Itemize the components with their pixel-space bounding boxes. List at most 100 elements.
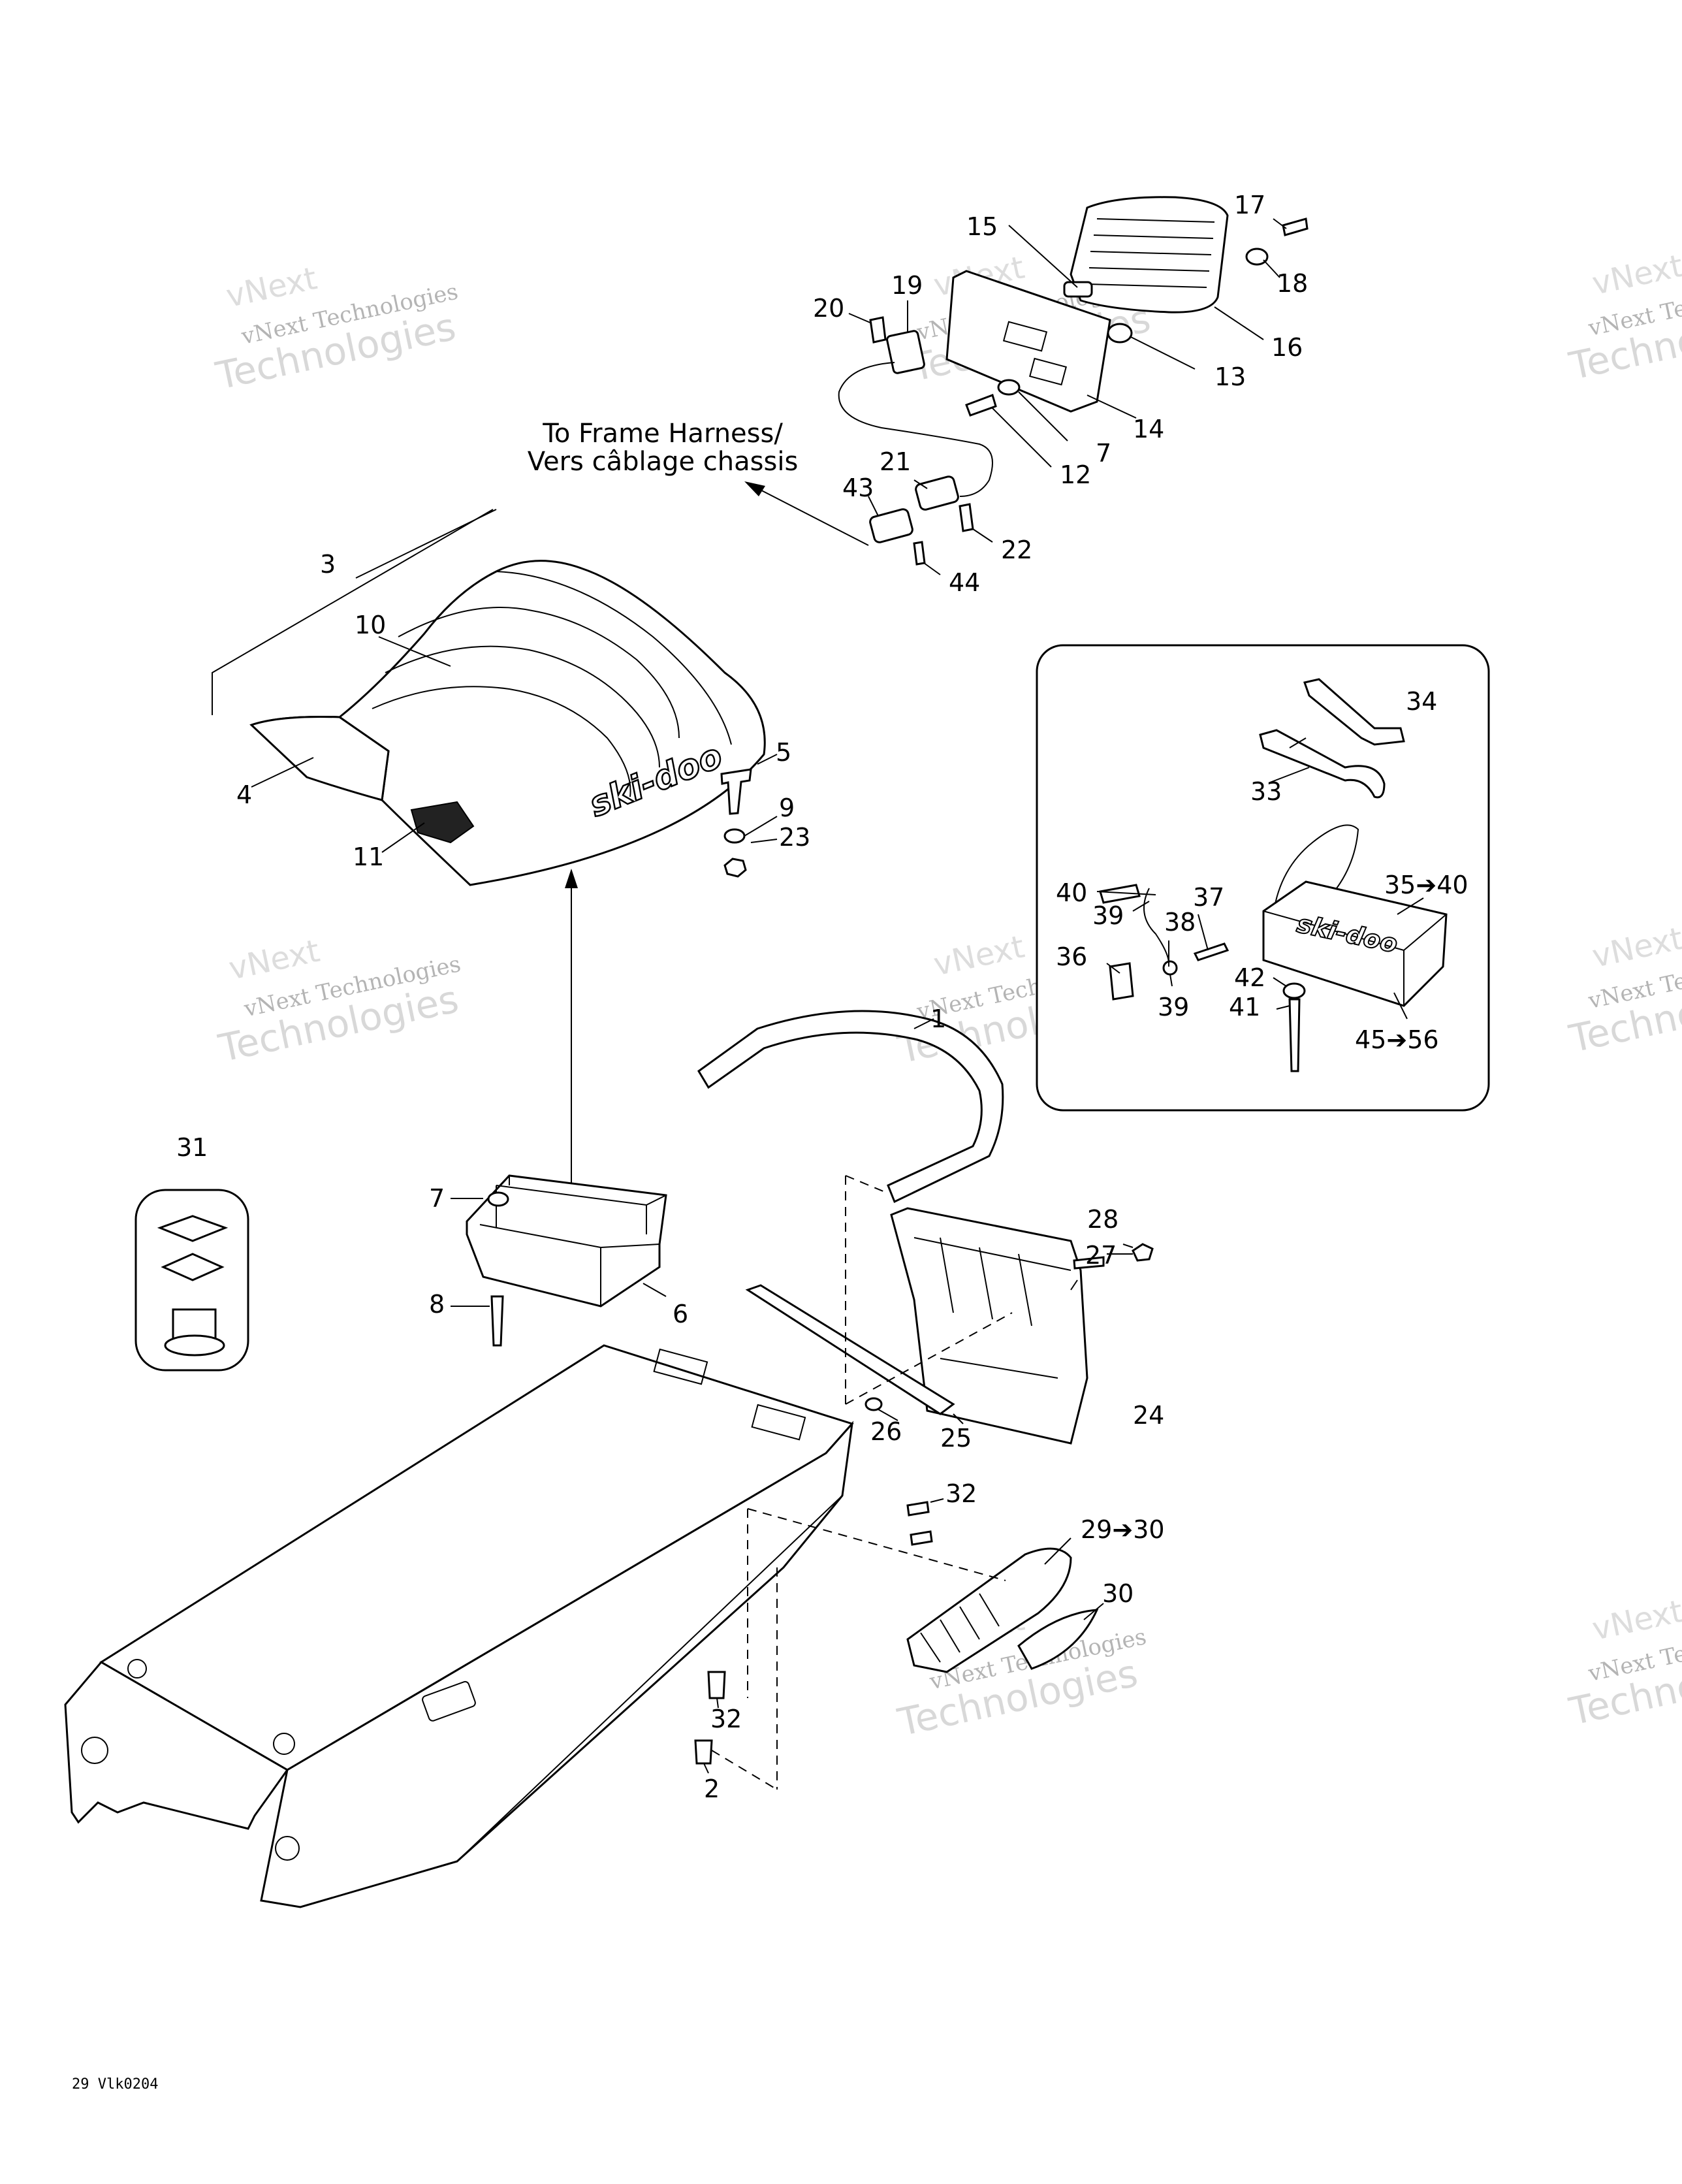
screw-32b [910,1530,933,1546]
leader-lines [251,218,1424,1774]
clip-36 [1109,962,1134,1001]
callout-7b: 7 [429,1184,445,1213]
screw-12 [965,394,997,417]
lead-39b [1169,974,1173,987]
callout-13: 13 [1214,362,1246,391]
annotation-arrow [747,483,869,546]
lead-14 [1087,394,1137,419]
assembly-lines [711,1175,1013,1790]
callout-44: 44 [949,568,980,597]
callout-33: 33 [1250,777,1282,806]
watermark-small: vNext [930,929,1028,984]
lead-4 [251,757,314,788]
connector-19 [886,330,925,374]
callout-15: 15 [966,212,998,241]
taillight-housing [945,270,1111,413]
housing-slot-2 [1029,357,1067,386]
tunnel-hole-2 [275,1836,300,1861]
connector-43 [869,508,913,543]
tunnel-side-right [260,1421,854,1908]
callout-32b: 32 [710,1705,742,1733]
callout-12: 12 [1060,460,1091,489]
box-to-seat-arrow-head [565,869,578,888]
screw-5 [720,768,752,815]
diagram-code: 29 Vlk0204 [72,2076,158,2093]
strap-loop [1273,824,1359,915]
annotation-arrow-head [744,481,765,496]
watermark-1: vNext vNext Technologies Technologies [212,260,460,398]
watermark-small: vNext [1589,248,1682,302]
callout-35: 35➔40 [1384,871,1468,899]
callout-26: 26 [870,1417,902,1446]
callout-numbers: 15 17 18 16 13 14 7 12 19 20 21 43 22 44… [176,191,1468,1803]
grab-handle [697,1010,1004,1204]
callout-1: 1 [930,1004,946,1033]
lead-24 [1070,1279,1078,1291]
callout-43: 43 [842,474,874,502]
gasket-plate [157,1215,229,1242]
callout-4: 4 [236,780,252,809]
callout-2: 2 [704,1774,720,1803]
tunnel-frame [64,1344,854,1908]
callout-20: 20 [813,294,844,323]
callout-14: 14 [1133,415,1164,443]
callout-25: 25 [940,1424,972,1453]
box-inner [496,1176,667,1234]
dash-screws-horz [711,1750,778,1790]
lead-7a [1018,391,1068,442]
lead-6 [643,1283,667,1297]
frame-harness-annotation: To Frame Harness/ Vers câblage chassis [528,419,869,546]
screw-17 [1282,217,1309,236]
lead-33 [1269,767,1310,783]
pin-37 [1193,942,1230,961]
terminal-20 [869,316,887,344]
callout-17: 17 [1234,191,1265,219]
lead-42 [1273,977,1287,987]
lead-22 [972,528,993,543]
lead-35 [1397,897,1424,915]
washer-18 [1245,248,1269,266]
callout-6: 6 [673,1300,688,1328]
lead-36 [1106,963,1120,974]
tunnel-slot-2 [751,1404,806,1441]
lead-13 [1129,336,1196,370]
eyelet-39 [1162,960,1178,976]
watermark-3: vNext vNext Technologies Technologies [1565,248,1682,389]
bolt-27 [1073,1256,1105,1270]
tunnel-hole-1 [81,1737,108,1764]
dash-flap-plate [845,1312,1013,1405]
seat-pleat-4 [496,571,732,745]
callout-7a: 7 [1096,439,1111,468]
watermark-4: vNext vNext Technologies Technologies [214,933,463,1071]
lead-5 [757,754,778,765]
seat-pleat-2 [385,645,660,768]
washer-7-box [487,1191,509,1207]
dash-bumper-horz [747,1508,1006,1581]
callout-22: 22 [1001,536,1032,564]
grommet-13 [1107,323,1133,344]
watermark-small: vNext [1589,920,1682,975]
housing-slot-1 [1002,321,1048,352]
lead-3 [355,509,497,579]
seat-assembly: ski-doo [212,509,766,886]
callout-5: 5 [776,738,791,767]
watermark-small: vNext [226,933,323,988]
callout-11: 11 [353,843,384,871]
tunnel-rail [456,1495,843,1862]
callout-10: 10 [355,611,386,639]
seat-pleat-1 [398,607,680,739]
callout-45: 45➔56 [1355,1025,1439,1054]
lead-43 [868,496,879,517]
rivet-8 [490,1295,504,1347]
terminal-44 [913,541,926,566]
watermark-small: vNext [223,260,320,315]
callout-40: 40 [1056,878,1087,907]
callout-28: 28 [1087,1205,1119,1234]
annotation-line-2: Vers câblage chassis [528,447,799,477]
lead-17 [1273,218,1287,229]
lead-41 [1276,1005,1290,1010]
connector-21 [915,475,959,511]
callout-3: 3 [320,550,336,579]
latch-40 [1099,884,1141,904]
